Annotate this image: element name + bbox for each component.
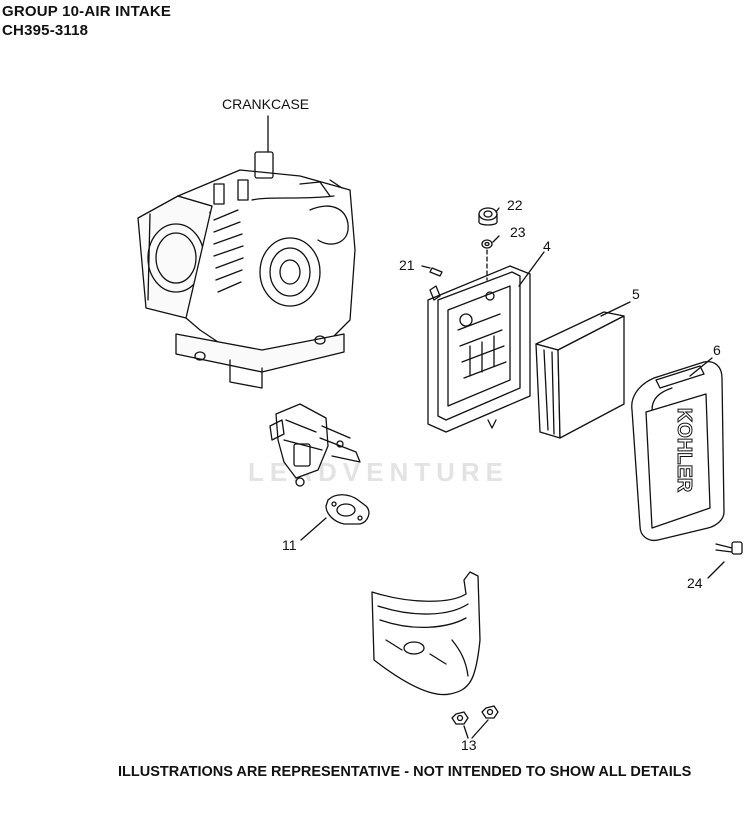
grommet-drawing [478,207,498,226]
callout-22: 22 [507,197,523,213]
screw-drawing [715,541,743,555]
callout-4: 4 [543,238,551,254]
washer-drawing [481,239,493,249]
page-title: GROUP 10-AIR INTAKE [2,3,172,20]
pin-drawing [429,267,443,277]
callout-5: 5 [632,286,640,302]
air-cleaner-base-drawing [427,265,531,433]
air-cleaner-cover-drawing [631,360,725,542]
callout-11: 11 [282,537,297,553]
callout-6: 6 [713,342,721,358]
gasket-drawing [325,494,370,525]
brand-logo: KOHLER [673,408,695,493]
callout-13: 13 [461,737,477,753]
carburetor-drawing [269,403,361,487]
nut-drawing [481,705,499,719]
nut-drawing [451,711,469,725]
intake-elbow-drawing [371,571,481,696]
air-filter-drawing [535,311,625,439]
callout-23: 23 [510,224,526,240]
disclaimer-footer: ILLUSTRATIONS ARE REPRESENTATIVE - NOT I… [118,764,692,780]
callout-21: 21 [399,257,415,273]
crankcase-drawing [137,115,356,389]
callout-crankcase: CRANKCASE [222,96,310,112]
callout-24: 24 [687,575,703,591]
model-number: CH395-3118 [2,22,89,39]
